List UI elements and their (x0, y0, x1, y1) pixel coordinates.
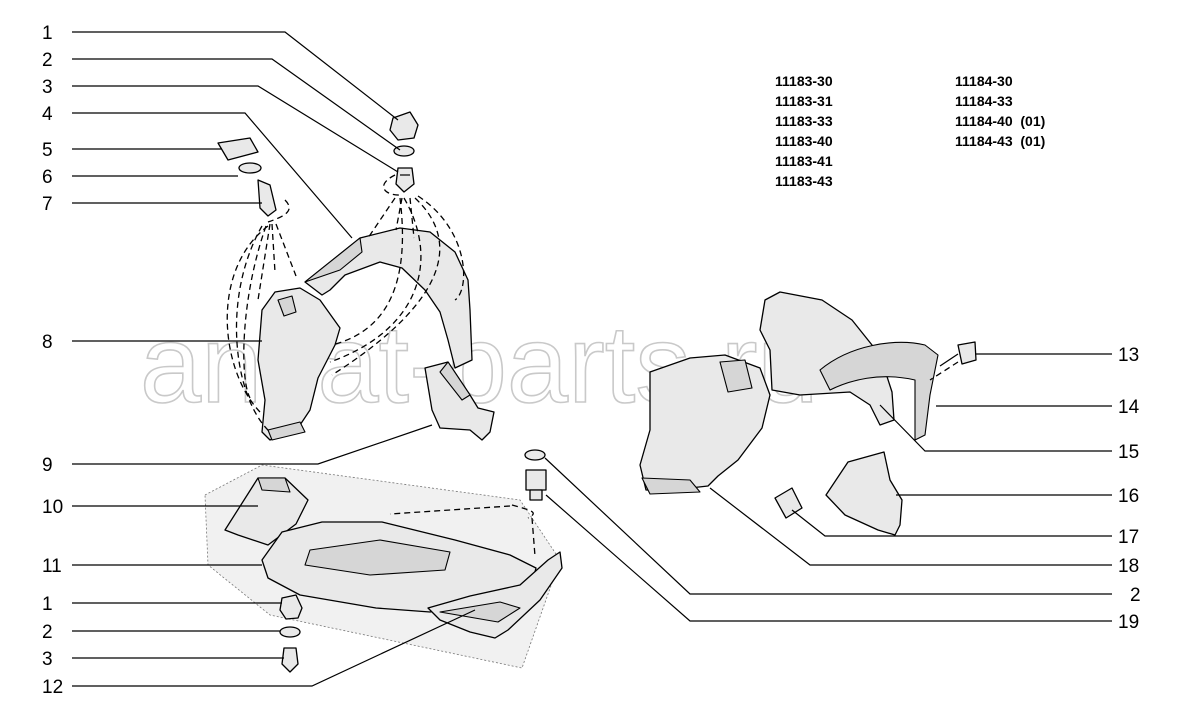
callout-1b: 1 (42, 594, 53, 615)
callout-13: 13 (1118, 345, 1139, 366)
callout-2: 2 (42, 50, 53, 71)
clip-5 (217, 137, 259, 161)
assembly-paths-shield (389, 504, 536, 557)
code-2-4: 11184-43 (01) (955, 133, 1045, 149)
callout-16: 16 (1118, 486, 1139, 507)
washer-2b (279, 626, 301, 638)
mud-flap-rear (825, 451, 903, 536)
callouts-left: 1 2 3 4 5 6 7 8 9 10 11 1 2 3 12 (42, 23, 476, 698)
bolt-19 (525, 469, 547, 501)
callout-15: 15 (1118, 442, 1139, 463)
callout-14: 14 (1118, 397, 1140, 418)
callout-7: 7 (42, 194, 53, 215)
callout-11: 11 (42, 556, 62, 577)
code-2-2: 11184-33 (955, 93, 1013, 109)
screw-13 (939, 341, 977, 367)
callout-12: 12 (42, 677, 63, 698)
callout-3b: 3 (42, 649, 53, 670)
clip-17 (774, 487, 803, 519)
callout-18: 18 (1118, 556, 1139, 577)
model-code-table: 11183-30 11183-31 11183-33 11183-40 1118… (775, 73, 1045, 189)
callout-10: 10 (42, 497, 63, 518)
callout-5: 5 (42, 140, 53, 161)
washer-2 (393, 145, 415, 157)
callout-6: 6 (42, 167, 53, 188)
fender-liner-left (257, 227, 473, 441)
fender-liner-right (639, 291, 939, 495)
washer-18 (524, 449, 546, 461)
callouts-right: 13 14 15 16 17 18 2 19 (544, 345, 1141, 633)
callout-19: 19 (1118, 612, 1139, 633)
assembly-paths-left (226, 174, 465, 433)
callout-4: 4 (42, 104, 53, 125)
code-1-6: 11183-43 (775, 173, 833, 189)
callout-3: 3 (42, 77, 53, 98)
screw-7 (257, 179, 277, 217)
code-1-1: 11183-30 (775, 73, 833, 89)
callout-1: 1 (42, 23, 53, 44)
screw-3b (281, 647, 299, 673)
callout-2c: 2 (1130, 585, 1141, 606)
callout-17: 17 (1118, 527, 1139, 548)
callout-2b: 2 (42, 622, 53, 643)
code-1-3: 11183-33 (775, 113, 833, 129)
code-2-3: 11184-40 (01) (955, 113, 1045, 129)
mud-flap-front (424, 361, 495, 441)
underbody-shield (204, 464, 563, 669)
callout-8: 8 (42, 332, 53, 353)
code-2-1: 11184-30 (955, 73, 1013, 89)
washer-6 (238, 162, 262, 174)
code-1-4: 11183-40 (775, 133, 833, 149)
code-1-2: 11183-31 (775, 93, 833, 109)
assembly-path-13 (929, 361, 959, 381)
fastener-clip-1 (389, 111, 419, 141)
fastener-clip-1b (279, 594, 303, 620)
code-1-5: 11183-41 (775, 153, 833, 169)
screw-3 (395, 167, 415, 193)
callout-9: 9 (42, 455, 53, 476)
